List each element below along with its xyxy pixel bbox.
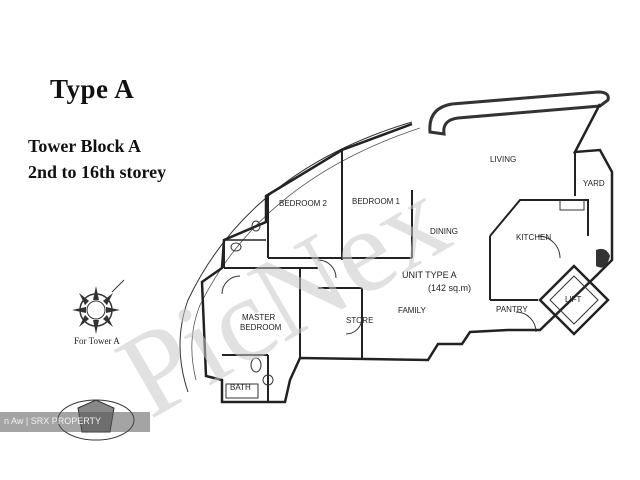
tower-label: Tower Block A [28, 136, 142, 156]
label-store: STORE [346, 316, 373, 325]
bathtub [225, 383, 259, 399]
storey-label: 2nd to 16th storey [28, 162, 167, 182]
plan-title: Type A [50, 74, 135, 104]
label-bedroom1: BEDROOM 1 [352, 197, 401, 206]
label-master-2: BEDROOM [240, 323, 282, 332]
wc-master [250, 357, 262, 373]
lift-shaft-inner [549, 275, 599, 325]
shower-drain [262, 374, 274, 386]
basin-common [230, 242, 242, 252]
unit-type-label: UNIT TYPE A [402, 270, 457, 280]
arc-inner [191, 127, 421, 381]
balcony-outline [428, 90, 610, 136]
label-master-1: MASTER [242, 313, 276, 322]
label-yard: YARD [583, 179, 605, 188]
door-swing-kitchen [537, 235, 561, 259]
credit-bar [0, 412, 150, 432]
door-swing-master [221, 275, 241, 295]
label-dining: DINING [430, 227, 458, 236]
yard-fixture [596, 248, 610, 268]
label-kitchen: KITCHEN [516, 233, 551, 242]
compass-caption: For Tower A [74, 336, 120, 346]
door-swing-store [345, 317, 363, 335]
label-pantry: PANTRY [496, 305, 528, 314]
wc-common [251, 220, 261, 232]
label-bath: BATH [230, 383, 251, 392]
credit-text: n Aw | SRX PROPERTY [4, 416, 102, 426]
label-lift: LIFT [565, 295, 582, 304]
label-bedroom2: BEDROOM 2 [279, 199, 328, 208]
kitchen-counter [489, 199, 589, 237]
watermark: PicNex [97, 151, 469, 443]
door-swing-bed2 [317, 259, 337, 279]
unit-area-label: (142 sq.m) [428, 283, 471, 293]
label-family: FAMILY [398, 306, 427, 315]
label-living: LIVING [490, 155, 516, 164]
kitchen-sink [559, 199, 585, 211]
compass-rose [72, 279, 125, 334]
door-swing-pantry [515, 311, 537, 333]
lift-shaft-outer [538, 264, 610, 336]
